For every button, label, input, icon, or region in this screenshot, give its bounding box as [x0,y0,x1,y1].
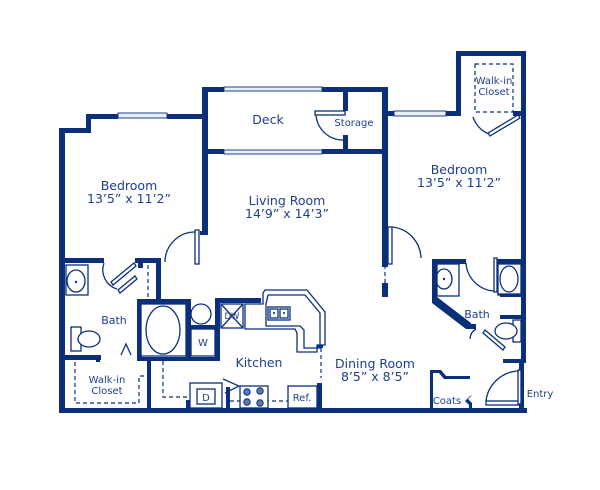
coats-label: Coats [433,396,461,407]
closet-left-label-1: Walk-in [89,375,126,386]
closet-right-label-2: Closet [478,87,509,98]
dishwasher-label: DW [225,312,241,322]
dryer-label: D [202,393,210,404]
sliding-door-deck [223,149,323,155]
bath-right-label: Bath [464,308,490,321]
refrigerator [287,385,318,409]
stove [239,385,269,409]
washer [190,328,216,357]
doors [102,110,522,406]
dining-room-size: 8’5” x 8’5” [341,369,409,384]
washer-label: W [198,338,208,349]
windows [117,86,447,155]
walls [59,51,527,413]
tub-right [497,263,522,295]
entry-label: Entry [527,389,554,400]
fixtures [65,261,522,409]
window-deck-top [223,86,323,92]
kitchen-counter [244,289,326,353]
window-left-bedroom [117,112,168,119]
bedroom-left-size: 13’5” x 11’2” [87,191,171,206]
deck-label: Deck [252,112,284,127]
closet-shelf-right [474,63,514,113]
closet-right-label-1: Walk-in [476,76,513,87]
kitchen-label: Kitchen [236,355,283,370]
dining-room-label: Dining Room [335,356,415,371]
storage-label: Storage [334,118,373,129]
kitchen-sink [267,306,291,321]
water-heater [190,303,212,325]
bedroom-right-label: Bedroom [431,162,488,177]
tub-left-bath [140,303,187,357]
closet-left-label-2: Closet [91,386,122,397]
labels: Deck Storage Bedroom 13’5” x 11’2” Livin… [87,76,553,407]
sink-right-bath [436,263,460,297]
bedroom-left-label: Bedroom [101,178,158,193]
closet-shelf-left [74,362,147,404]
bath-left-label: Bath [101,314,127,327]
living-room-label: Living Room [249,193,326,208]
bedroom-right-size: 13’5” x 11’2” [417,175,501,190]
refrigerator-label: Ref. [293,393,312,404]
window-right-bedroom [393,110,447,117]
living-room-size: 14’9” x 14’3” [245,206,329,221]
